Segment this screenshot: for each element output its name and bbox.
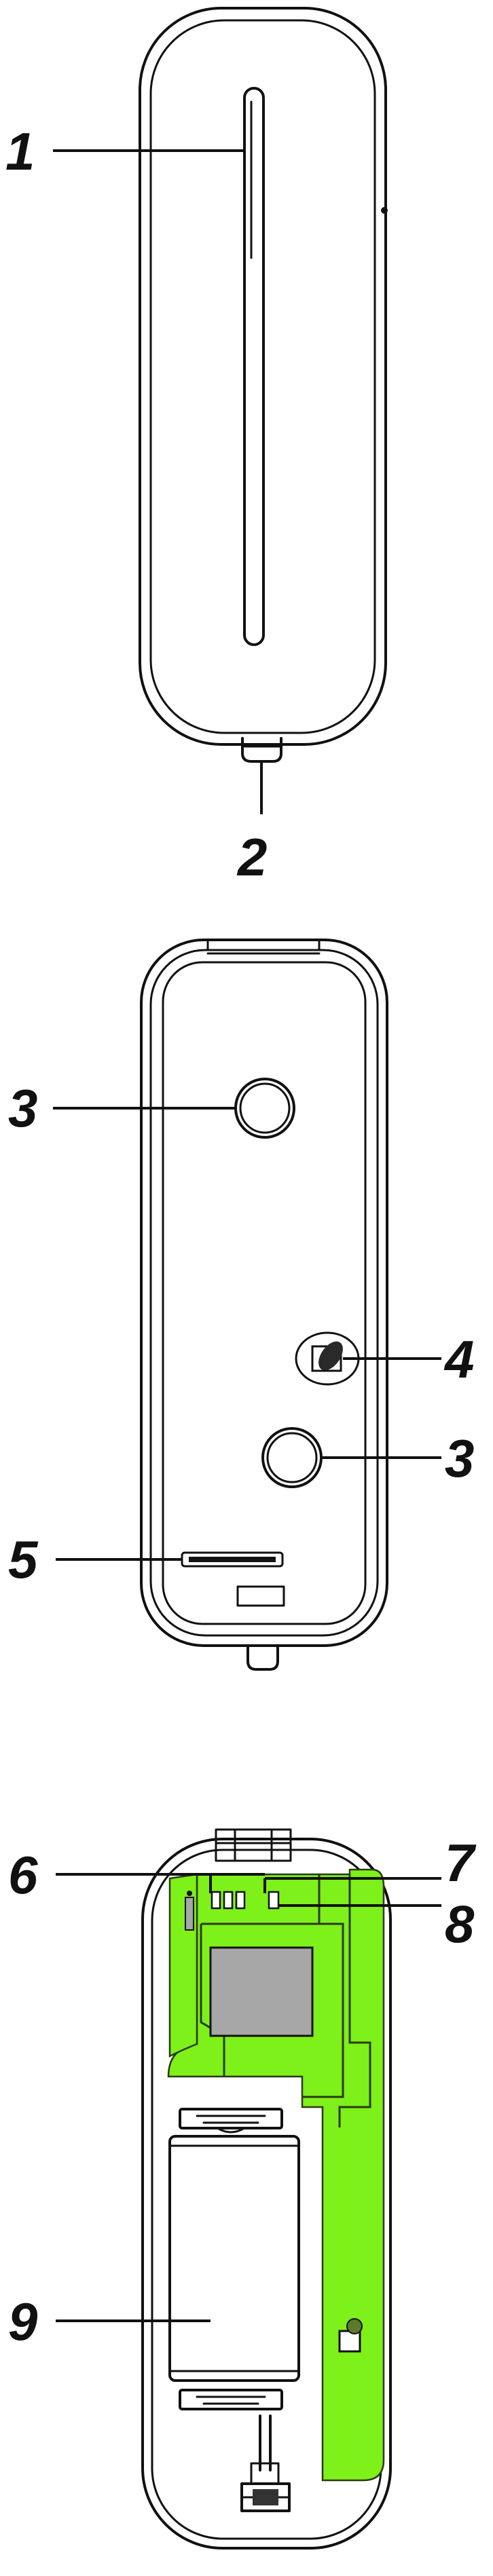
bottom-clip xyxy=(236,1585,285,1671)
battery-slot xyxy=(181,1551,284,1568)
callout-7: 7 xyxy=(445,1833,477,1893)
callout-2: 2 xyxy=(236,827,267,887)
callout-4: 4 xyxy=(443,1329,474,1389)
callout-3a: 3 xyxy=(8,1078,37,1138)
battery-spring-bottom xyxy=(179,2389,283,2410)
battery-spring-top xyxy=(179,2108,283,2134)
callout-1: 1 xyxy=(5,121,35,181)
back-view: 3 4 3 5 xyxy=(8,939,474,1671)
front-housing xyxy=(139,7,388,746)
led-light-guide xyxy=(243,87,265,646)
mounting-hole-top xyxy=(234,1078,295,1139)
front-view: 1 2 xyxy=(5,7,388,887)
bottom-screw xyxy=(240,2414,291,2512)
inside-view: 6 7 8 9 xyxy=(8,1828,477,2550)
callout-6: 6 xyxy=(8,1845,38,1905)
chip xyxy=(209,1946,314,2037)
tamper-switch xyxy=(338,2318,363,2353)
header-pins xyxy=(211,1891,246,1910)
callout-3b: 3 xyxy=(445,1428,474,1488)
back-housing xyxy=(140,939,388,1647)
callout-5: 5 xyxy=(8,1530,39,1589)
led xyxy=(268,1891,280,1910)
bottom-latch xyxy=(241,737,282,763)
mounting-hole-bottom xyxy=(261,1427,323,1488)
top-connector xyxy=(215,1828,292,1862)
antenna xyxy=(185,1891,194,1931)
callout-9: 9 xyxy=(8,2292,38,2351)
battery xyxy=(168,2135,300,2382)
callout-8: 8 xyxy=(445,1894,475,1954)
